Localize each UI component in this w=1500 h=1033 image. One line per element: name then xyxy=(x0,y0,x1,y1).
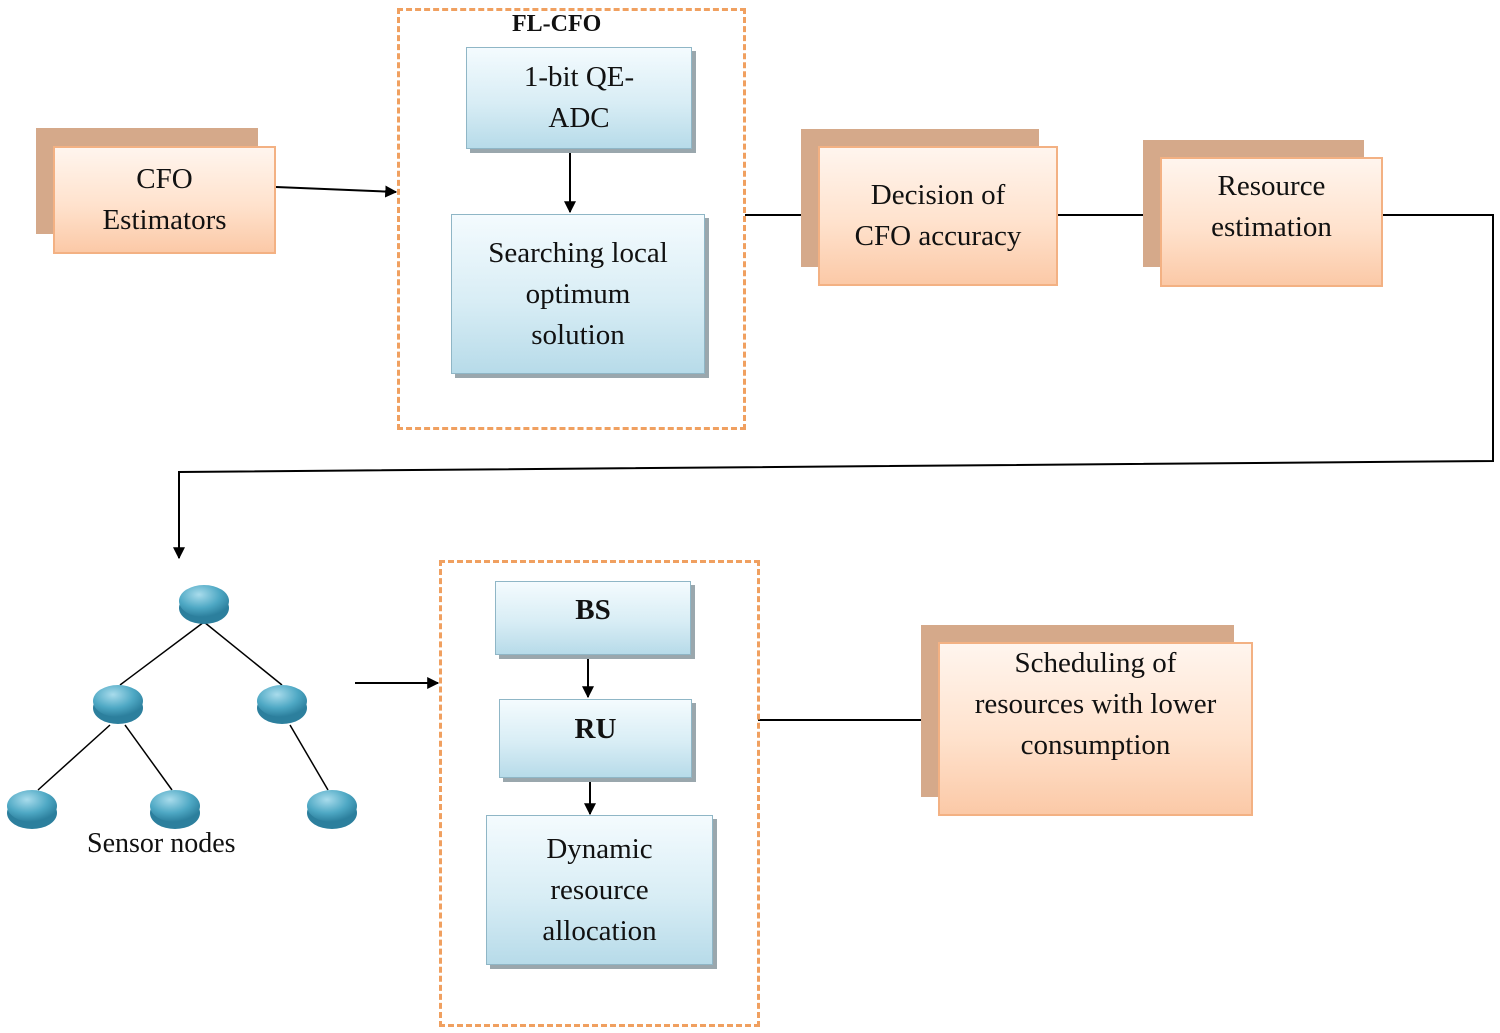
resource-estimation-block: Resource estimation xyxy=(1160,157,1383,287)
searching-optimum-block: Searching local optimum solution xyxy=(451,214,705,374)
qe-adc-block: 1-bit QE- ADC xyxy=(466,47,692,149)
arrow-resource-to-sensors xyxy=(173,214,1494,560)
dynamic-allocation-block: Dynamic resource allocation xyxy=(486,815,713,965)
arrow-cfo-to-flcfo xyxy=(275,185,398,198)
cfo-estimators-block: CFO Estimators xyxy=(53,146,276,254)
decision-block: Decision of CFO accuracy xyxy=(818,146,1058,286)
sensor-node xyxy=(307,790,357,829)
sensor-node xyxy=(179,585,229,624)
bs-block: BS xyxy=(495,581,691,655)
sensor-node xyxy=(7,790,57,829)
sensor-node xyxy=(150,790,200,829)
ru-block: RU xyxy=(499,699,692,778)
sensor-node xyxy=(257,685,307,724)
sensor-tree xyxy=(7,585,357,829)
scheduling-block: Scheduling of resources with lower consu… xyxy=(938,642,1253,816)
sensor-node xyxy=(93,685,143,724)
allocation-group xyxy=(439,560,760,1027)
fl-cfo-group xyxy=(397,8,746,430)
sensor-nodes-caption: Sensor nodes xyxy=(87,828,236,859)
fl-cfo-label: FL-CFO xyxy=(512,11,602,37)
